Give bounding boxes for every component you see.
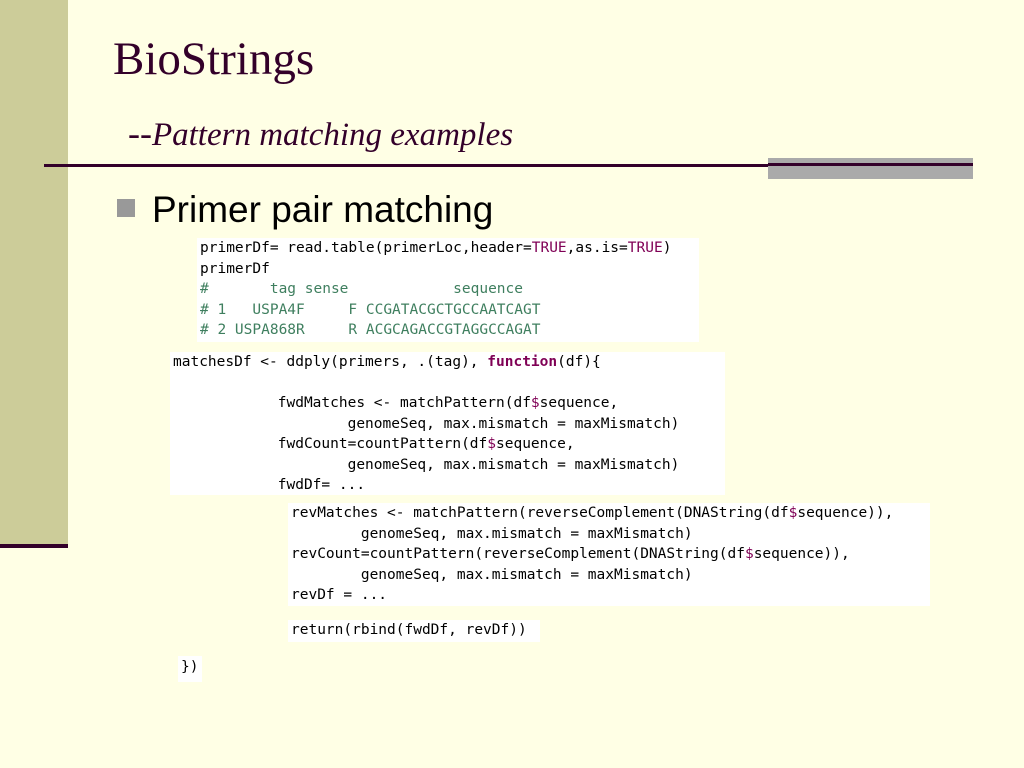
code-line: }) — [181, 659, 199, 675]
code-line: fwdMatches <- matchPattern(df$sequence, — [173, 395, 619, 411]
code-block-return: return(rbind(fwdDf, revDf)) — [288, 620, 540, 642]
code-line: genomeSeq, max.mismatch = maxMismatch) — [291, 525, 693, 542]
code-line: revMatches <- matchPattern(reverseComple… — [291, 505, 894, 521]
slide-title: BioStrings — [113, 33, 315, 85]
code-block-primer-table: primerDf= read.table(primerLoc,header=TR… — [197, 238, 699, 342]
code-line: fwdCount=countPattern(df$sequence, — [173, 436, 575, 452]
code-comment-line: # tag sense sequence — [200, 281, 524, 297]
bullet-primer-pair-matching: Primer pair matching — [152, 189, 494, 230]
code-line: return(rbind(fwdDf, revDf)) — [291, 622, 527, 638]
code-line: primerDf — [200, 260, 270, 277]
code-comment-line: # 2 USPA868R R ACGCAGACCGTAGGCCAGAT — [200, 322, 541, 338]
left-decor-band — [0, 0, 68, 545]
code-line: fwdDf= ... — [173, 477, 366, 493]
code-line: genomeSeq, max.mismatch = maxMismatch) — [173, 456, 680, 473]
title-rule-box — [768, 158, 973, 179]
code-line: genomeSeq, max.mismatch = maxMismatch) — [291, 566, 693, 583]
code-line: primerDf= read.table(primerLoc,header=TR… — [200, 240, 672, 256]
subtitle-dash: -- — [128, 113, 152, 153]
slide-subtitle: --Pattern matching examples — [128, 115, 513, 152]
code-line: revDf = ... — [291, 587, 388, 603]
left-band-divider — [0, 544, 68, 548]
code-line: matchesDf <- ddply(primers, .(tag), func… — [173, 354, 601, 370]
code-block-ddply: matchesDf <- ddply(primers, .(tag), func… — [170, 352, 725, 495]
title-rule — [44, 164, 768, 167]
title-rule-box-line — [768, 163, 973, 166]
code-comment-line: # 1 USPA4F F CCGATACGCTGCCAATCAGT — [200, 301, 541, 318]
code-block-reverse-matches: revMatches <- matchPattern(reverseComple… — [288, 503, 930, 606]
code-line: genomeSeq, max.mismatch = maxMismatch) — [173, 415, 680, 432]
subtitle-text: Pattern matching examples — [151, 117, 514, 153]
code-line: revCount=countPattern(reverseComplement(… — [291, 546, 850, 562]
code-block-closing: }) — [178, 656, 202, 682]
square-bullet-icon — [117, 199, 135, 217]
